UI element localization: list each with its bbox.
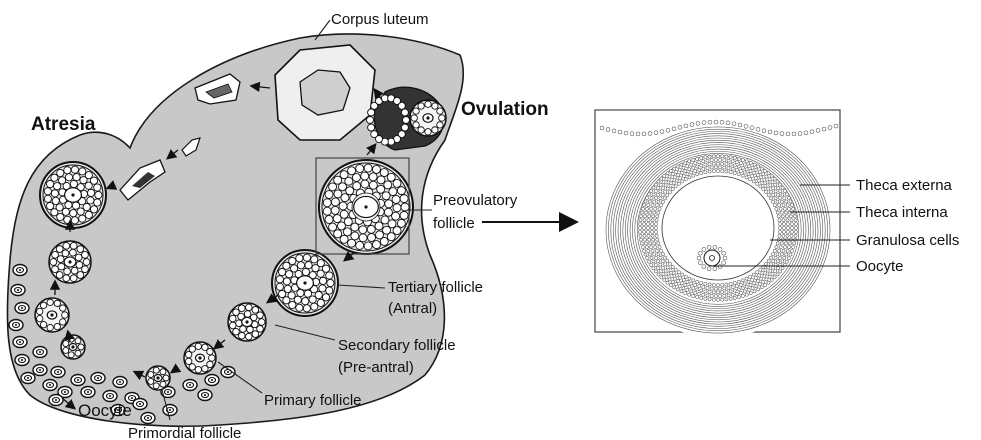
label-primordial: Primordial follicle bbox=[128, 425, 241, 440]
primordial-follicle bbox=[49, 395, 63, 406]
label-secondary-2: (Pre-antral) bbox=[338, 359, 414, 376]
atretic-follicle-3 bbox=[49, 241, 91, 283]
primordial-follicle bbox=[71, 375, 85, 386]
label-oocyte: Oocyte bbox=[78, 401, 132, 420]
primordial-follicle bbox=[15, 303, 29, 314]
primordial-follicle bbox=[13, 337, 27, 348]
primordial-follicle bbox=[33, 347, 47, 358]
label-theca-externa: Theca externa bbox=[856, 177, 953, 194]
primordial-follicle bbox=[91, 373, 105, 384]
primordial-follicle bbox=[21, 373, 35, 384]
primordial-follicle bbox=[33, 365, 47, 376]
label-primary: Primary follicle bbox=[264, 392, 362, 409]
primary-follicle-small bbox=[146, 366, 170, 390]
atretic-follicle-4 bbox=[40, 162, 106, 228]
primordial-follicle bbox=[183, 380, 197, 391]
primordial-follicle bbox=[198, 390, 212, 401]
primordial-follicle bbox=[113, 377, 127, 388]
primordial-follicle bbox=[133, 399, 147, 410]
primordial-follicle bbox=[81, 387, 95, 398]
primary-follicle bbox=[184, 342, 216, 374]
secondary-follicle bbox=[228, 303, 266, 341]
primordial-follicle bbox=[141, 413, 155, 424]
tertiary-follicle bbox=[272, 250, 338, 316]
label-granulosa: Granulosa cells bbox=[856, 232, 959, 249]
atretic-follicle-1 bbox=[61, 335, 85, 359]
ovulated-oocyte-cumulus bbox=[410, 100, 446, 136]
label-tertiary-1: Tertiary follicle bbox=[388, 279, 483, 296]
primordial-follicle bbox=[51, 367, 65, 378]
label-corpus-luteum: Corpus luteum bbox=[331, 11, 429, 28]
label-preovulatory-2: follicle bbox=[433, 215, 475, 232]
label-secondary-1: Secondary follicle bbox=[338, 337, 456, 354]
label-ovulation: Ovulation bbox=[461, 99, 549, 120]
primordial-follicle bbox=[13, 265, 27, 276]
primordial-follicle bbox=[15, 355, 29, 366]
atretic-follicle-2 bbox=[35, 298, 69, 332]
label-atresia: Atresia bbox=[31, 114, 96, 135]
primordial-follicle bbox=[205, 375, 219, 386]
label-preovulatory-1: Preovulatory bbox=[433, 192, 518, 209]
primordial-follicle bbox=[43, 380, 57, 391]
primordial-follicle bbox=[9, 320, 23, 331]
primordial-follicle bbox=[103, 391, 117, 402]
label-detail-oocyte: Oocyte bbox=[856, 258, 904, 275]
primordial-follicle bbox=[163, 405, 177, 416]
label-tertiary-2: (Antral) bbox=[388, 300, 437, 317]
preovulatory-follicle bbox=[319, 160, 413, 254]
label-theca-interna: Theca interna bbox=[856, 204, 948, 221]
primordial-follicle bbox=[11, 285, 25, 296]
